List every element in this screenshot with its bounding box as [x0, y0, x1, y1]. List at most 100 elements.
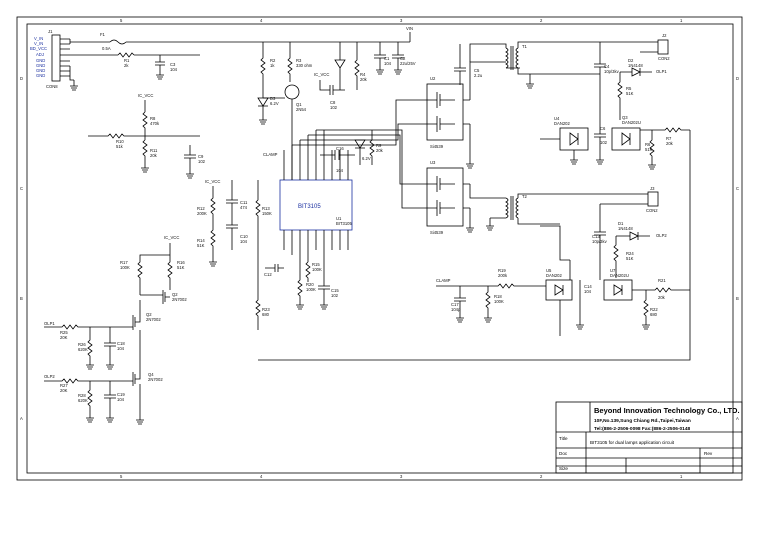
col-marker: 2 [540, 18, 543, 23]
label-r24: R24 [626, 251, 634, 256]
label-clamp: CLAMP [263, 152, 278, 157]
fuse-f1: F1 0.5A [70, 32, 410, 51]
label-ic-vcc: IC_VCC [164, 235, 179, 240]
label-r11: R11 [150, 148, 158, 153]
label-c4: C4 [604, 64, 610, 69]
transformer-t2: T2 [490, 193, 640, 225]
label-r19-val: 200k [498, 273, 508, 278]
ic-bottom-components: R15 100K R20 100K C15 102 [296, 250, 339, 310]
diode-d2: D2 1N4148 OLP1 R5 51K [617, 58, 667, 120]
label-r13: R13 [262, 206, 270, 211]
label-olp1: OLP1 [656, 69, 667, 74]
label-c1: C1 [384, 56, 390, 61]
label-q4-val: 2N7002 [148, 377, 163, 382]
label-7: GND [36, 73, 45, 78]
col-marker: 1 [680, 18, 683, 23]
col-marker: 3 [400, 18, 403, 23]
label-r15: R15 [312, 262, 320, 267]
label-d5-val: 6.2V [362, 156, 371, 161]
label-c6-val: 102 [600, 140, 608, 145]
label-u4: U4 [554, 116, 560, 121]
label-r7-val: 20k [666, 141, 674, 146]
label-d2-val: 1N4148 [628, 63, 643, 68]
label-r17-val: 100K [120, 265, 130, 270]
label-r9: R9 [376, 143, 382, 148]
label-d2: D2 [628, 58, 634, 63]
label-name: BIT3105 [336, 221, 353, 226]
label-r12-val: 200K [197, 211, 207, 216]
label-name: BIT3105 [298, 204, 321, 210]
label-c13-val: 10p/3kv [592, 239, 608, 244]
label-q2: Q2 [146, 312, 152, 317]
label-c4-val: 10p/3kv [604, 69, 620, 74]
transformer-t1: T1 [469, 41, 640, 75]
label-c14-val: 104 [584, 289, 592, 294]
label-q2-val: 2N7002 [172, 297, 187, 302]
label-r28-val: 620K [78, 398, 88, 403]
label-r18-val: 100K [494, 299, 504, 304]
col-marker: 5 [120, 474, 123, 479]
label-u4-val: DAN202 [554, 121, 570, 126]
doc-label: Doc [559, 451, 568, 456]
label-d3: D3 [270, 96, 276, 101]
col-marker: 3 [400, 474, 403, 479]
regulator-cluster: R2 1k D3 6.2V R3 330 ohm Q1 2N54 [257, 42, 313, 180]
label-ic-vcc: IC_VCC [205, 179, 220, 184]
label-r16: R16 [177, 260, 185, 265]
label-q4: Q4 [148, 372, 154, 377]
label-r25-val: 20K [60, 335, 68, 340]
row-marker: C [736, 186, 739, 191]
label-c1-val: 104 [384, 61, 392, 66]
title-label: Title [559, 436, 568, 441]
label-r2: R2 [270, 58, 276, 63]
label-j2: J2 [662, 33, 667, 38]
diode-u5: U5 DAN202 C14 104 [540, 225, 592, 336]
resistor-r10: R10 51k [88, 133, 200, 149]
label-d1-val: 1N4148 [618, 226, 633, 231]
label-r4: R4 [360, 72, 366, 77]
protection-transistors: IC_VCC R17 100K R16 51K Q2 2N7002 Q2 2N7… [120, 235, 187, 425]
label-vin: VIN [406, 26, 413, 31]
col-marker: 5 [120, 18, 123, 23]
label-ref: U1 [336, 216, 342, 221]
label-t1: T1 [522, 44, 528, 49]
label-q1-val: 2N54 [296, 107, 307, 112]
label-r15-val: 100K [312, 267, 322, 272]
company-contact: Tel:(886-2-2506-0098 Fax:(886-2-2506-014… [594, 426, 691, 432]
label-r23: R23 [262, 307, 270, 312]
label-c16: C16 [336, 146, 344, 151]
ground-symbols [466, 158, 494, 233]
row-marker: D [20, 76, 23, 81]
label-r17: R17 [120, 260, 128, 265]
label-r3-val: 330 ohm [296, 63, 313, 68]
label-f1: F1 [100, 32, 106, 37]
label-con2: CON2 [658, 56, 670, 61]
rev-label: Rev [704, 451, 713, 456]
label-ic-vcc: IC_VCC [314, 72, 329, 77]
label-r7: R7 [666, 136, 672, 141]
capacitor-c6: C6 102 [594, 120, 608, 165]
label-r6: R6 [645, 142, 651, 147]
label-c17: C17 [451, 302, 459, 307]
label-r9-val: 20k [376, 148, 384, 153]
label-3: ADJ [36, 52, 44, 57]
col-marker: 4 [260, 474, 263, 479]
label-r13-val: 150K [262, 211, 272, 216]
mosfet-u2: U2 Si4539 [405, 61, 506, 158]
label-r1: R1 [124, 58, 130, 63]
row-marker: C [20, 186, 23, 191]
label-r21-val: 20k [658, 295, 666, 300]
company-address: 10F,No.139,Sung Chiang Rd.,Taipei,Taiwan [594, 418, 691, 424]
gate-drive-wires [292, 99, 405, 209]
connector-j3: J3 CON2 [600, 186, 659, 213]
connector-j2: J2 CON2 [640, 33, 670, 61]
label-d1: D1 [618, 221, 624, 226]
resistor-r1: R1 2k C3 104 [70, 52, 200, 80]
label-ic-vcc: IC_VCC [138, 93, 153, 98]
label-q3: Q3 [622, 115, 628, 120]
label-r18: R18 [494, 294, 502, 299]
col-marker: 4 [260, 18, 263, 23]
label-j1: J1 [48, 29, 53, 34]
label-q1: Q1 [296, 102, 302, 107]
label-r23-val: 680 [262, 312, 270, 317]
